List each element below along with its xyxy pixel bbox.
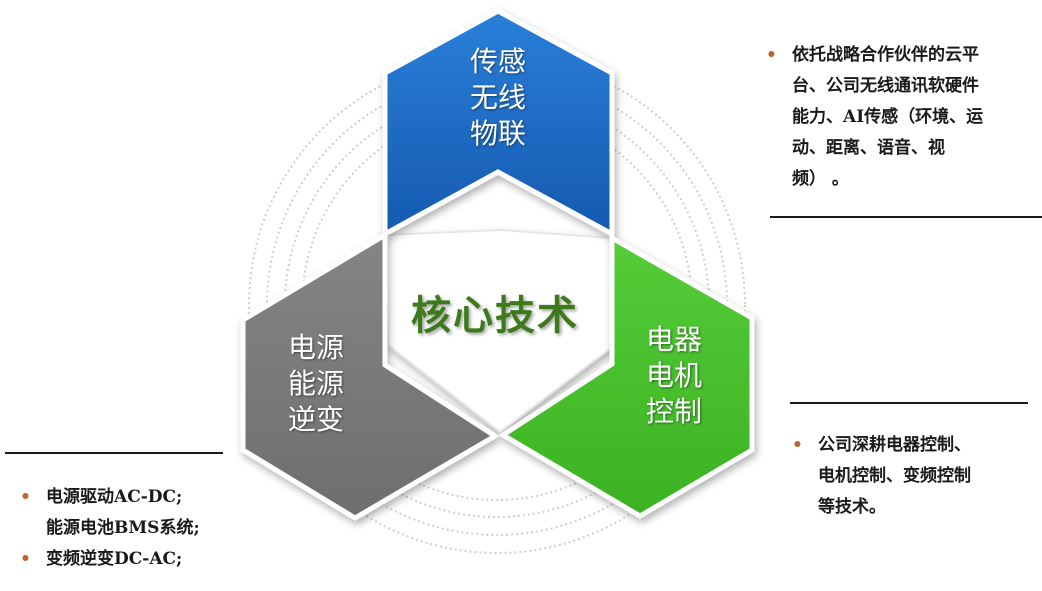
hexagon-right-label: 电器 电机 控制 bbox=[604, 322, 744, 430]
note-bottom-right-line-3: 等技术。 bbox=[818, 497, 886, 517]
note-bottom-right: • 公司深耕电器控制、 电机控制、变频控制 等技术。 bbox=[792, 430, 1033, 523]
hexagon-left bbox=[240, 230, 500, 521]
hexagon-right-line-2: 电机 bbox=[645, 359, 702, 392]
hexagon-top-line-2: 无线 bbox=[469, 81, 526, 114]
hexagon-right-line-1: 电器 bbox=[645, 323, 702, 356]
note-top-right: • 依托战略合作伙伴的云平 台、公司无线通讯软硬件 能力、AI传感（环境、运 动… bbox=[766, 40, 1032, 195]
hexagon-top-label: 传感 无线 物联 bbox=[428, 44, 568, 152]
note-bottom-left-item-2: • 变频逆变DC-AC; bbox=[20, 544, 236, 575]
note-bottom-right-line-1: 公司深耕电器控制、 bbox=[818, 435, 971, 455]
note-top-right-line-3: 能力、AI传感（环境、运 bbox=[792, 107, 984, 127]
divider-top-right bbox=[770, 216, 1042, 218]
divider-bottom-left bbox=[5, 452, 223, 454]
bullet-icon: • bbox=[792, 435, 803, 455]
note-top-right-line-4: 动、距离、语音、视 bbox=[792, 138, 945, 158]
note-bottom-left: • 电源驱动AC-DC; 能源电池BMS系统; • 变频逆变DC-AC; bbox=[20, 482, 236, 575]
bullet-icon: • bbox=[766, 45, 777, 65]
note-top-right-line-1: 依托战略合作伙伴的云平 bbox=[792, 45, 979, 65]
hexagon-left-label: 电源 能源 逆变 bbox=[246, 330, 386, 438]
hexagon-top-line-3: 物联 bbox=[469, 117, 526, 150]
hexagon-right bbox=[498, 233, 755, 519]
note-bottom-left-line-3: 变频逆变DC-AC; bbox=[46, 549, 183, 569]
hexagon-left-line-1: 电源 bbox=[287, 331, 344, 364]
hexagon-top-line-1: 传感 bbox=[469, 45, 526, 78]
hexagon-top bbox=[382, 8, 615, 239]
note-top-right-line-5: 频） 。 bbox=[792, 169, 849, 189]
note-bottom-left-item-1: • 电源驱动AC-DC; bbox=[20, 482, 236, 513]
hexagon-right-line-3: 控制 bbox=[645, 395, 702, 428]
hexagon-left-line-3: 逆变 bbox=[287, 403, 344, 436]
note-bottom-left-line-1: 电源驱动AC-DC; bbox=[46, 487, 183, 507]
note-bottom-right-line-2: 电机控制、变频控制 bbox=[818, 466, 971, 486]
note-top-right-line-2: 台、公司无线通讯软硬件 bbox=[792, 76, 979, 96]
hexagon-left-line-2: 能源 bbox=[287, 367, 344, 400]
divider-bottom-right bbox=[790, 402, 1028, 404]
bullet-icon: • bbox=[20, 487, 31, 507]
note-bottom-left-line-2: 能源电池BMS系统; bbox=[46, 518, 200, 538]
center-title: 核心技术 bbox=[411, 293, 579, 339]
bullet-icon: • bbox=[20, 549, 31, 569]
